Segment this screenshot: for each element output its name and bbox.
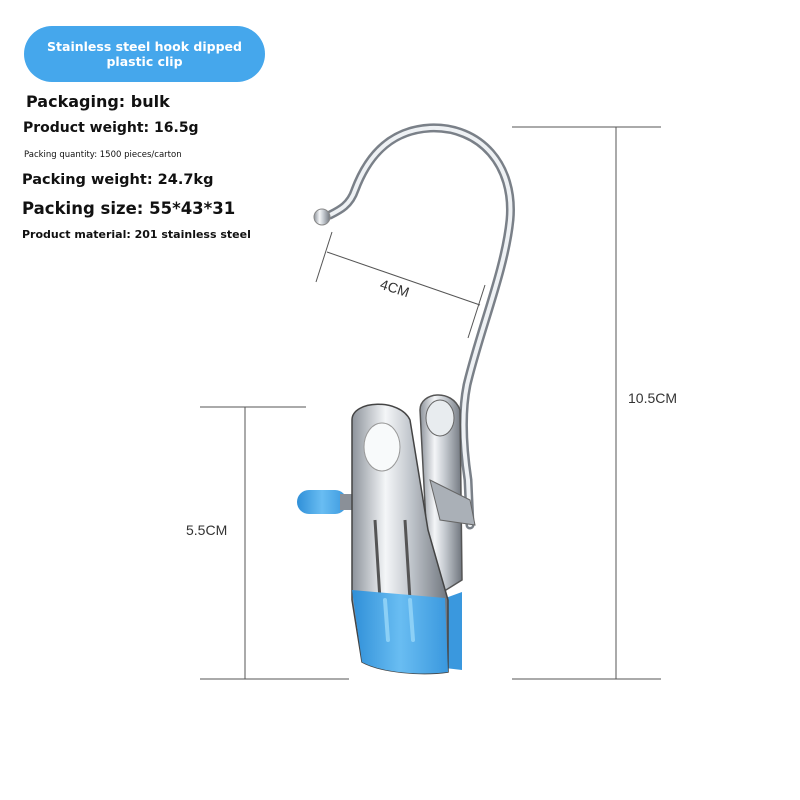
blue-pin	[297, 490, 354, 514]
spec-packing-weight: Packing weight: 24.7kg	[22, 172, 214, 188]
clip-front-tip	[352, 590, 448, 674]
spec-product-material: Product material: 201 stainless steel	[22, 228, 251, 241]
spec-packing-size: Packing size: 55*43*31	[22, 199, 236, 218]
dimension-lines	[200, 126, 661, 680]
spec-packing-quantity: Packing quantity: 1500 pieces/carton	[24, 150, 182, 160]
total-height-label: 10.5CM	[628, 390, 678, 406]
spec-product-weight: Product weight: 16.5g	[23, 120, 199, 136]
hook-ball-tip	[313, 208, 331, 226]
spec-packaging: Packaging: bulk	[26, 92, 170, 111]
product-title: Stainless steel hook dipped plastic clip	[47, 39, 242, 69]
hook	[325, 123, 515, 530]
clip-height-label: 5.5CM	[186, 522, 228, 538]
product-title-badge: Stainless steel hook dipped plastic clip	[24, 26, 265, 82]
